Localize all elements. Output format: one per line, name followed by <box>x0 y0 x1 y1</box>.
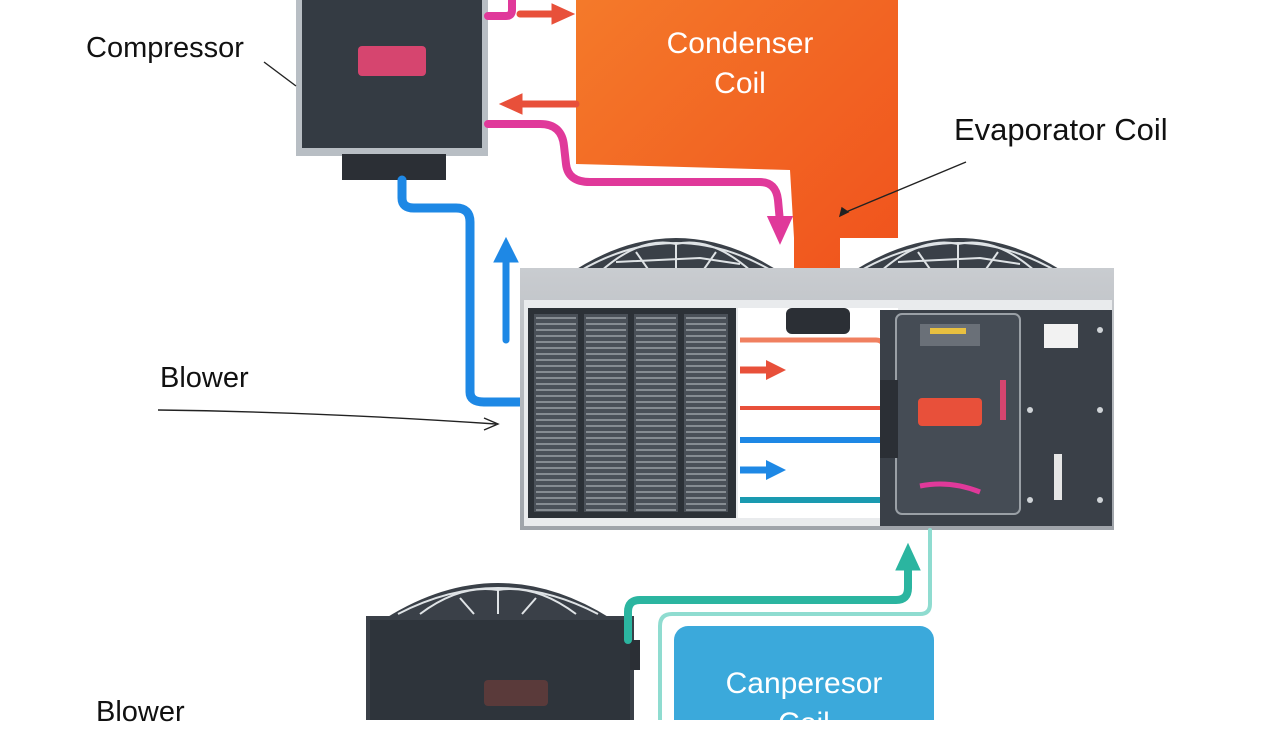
teal-refrigerant-lines <box>624 528 932 720</box>
bottom-unit <box>366 583 640 720</box>
compressor-label: Compressor <box>86 32 244 64</box>
hvac-diagram <box>157 0 1114 720</box>
condenser-coil-line2: Coil <box>714 67 766 100</box>
condenser-coil-line1: Condenser <box>666 27 814 60</box>
canperesor-coil-shape <box>674 626 934 720</box>
louver-columns <box>534 314 728 512</box>
fan-grille-right <box>846 238 1070 276</box>
condenser-coil-shape <box>576 0 898 306</box>
canperesor-coil-line2: Coil <box>778 707 830 740</box>
fan-grille-left <box>566 238 786 276</box>
evaporator-coil-label: Evaporator Coil <box>954 112 1168 147</box>
hot-refrigerant-lines <box>484 0 794 245</box>
condenser-coil-label: Condenser Coil <box>600 24 880 104</box>
canperesor-coil-label: Canperesor Coil <box>674 664 934 744</box>
leader-lines <box>157 61 967 431</box>
canperesor-coil-line1: Canperesor <box>725 667 883 700</box>
blower-label-bottom: Blower <box>96 696 185 728</box>
cold-refrigerant-lines <box>397 175 525 407</box>
blower-label-top: Blower <box>160 362 249 394</box>
main-unit <box>520 238 1114 530</box>
compressor-unit <box>296 0 488 180</box>
